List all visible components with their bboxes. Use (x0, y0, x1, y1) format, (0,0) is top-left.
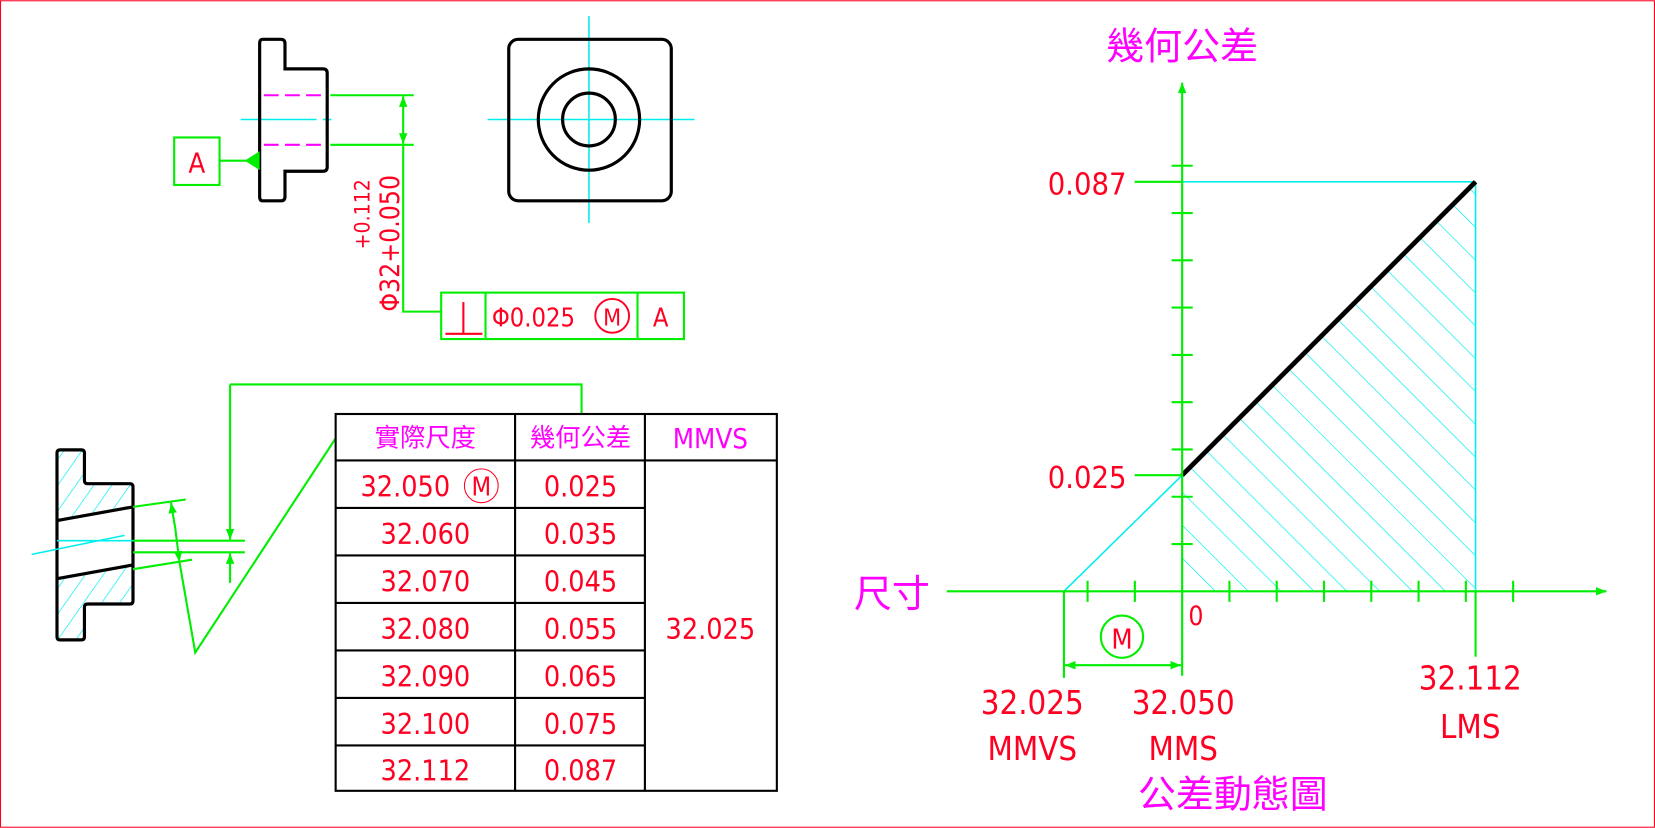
tolerance-zone (1182, 181, 1476, 592)
side-view (240, 37, 442, 313)
mmc-circle-icon (594, 298, 631, 334)
row-size: 32.060 (381, 518, 471, 551)
row-size: 32.112 (381, 754, 471, 787)
x-label-name: MMVS (987, 730, 1077, 768)
mmc-circle-icon (463, 468, 499, 504)
axis-ticks (1086, 164, 1515, 602)
x-label-value: 32.025 (981, 684, 1084, 722)
row-size: 32.070 (381, 565, 471, 598)
size-dimension: Φ32+0.050 (376, 175, 406, 312)
section-view (31, 383, 583, 656)
x-label-name: MMS (1148, 730, 1218, 768)
header-mmvs: MMVS (673, 424, 748, 455)
x-label-value: 32.050 (1132, 684, 1235, 722)
y-axis-label: 幾何公差 (1106, 24, 1258, 68)
datum-feature-a: A (173, 136, 260, 187)
fcf-modifier: M (603, 304, 621, 331)
row-tol: 0.055 (544, 613, 617, 646)
row-tol: 0.075 (544, 708, 617, 741)
diagram-title: 公差動態圖 (1138, 773, 1328, 817)
row-tol: 0.087 (544, 754, 617, 787)
x-axis-label: 尺寸 (854, 572, 930, 616)
row-tol: 0.045 (544, 565, 617, 598)
row-tol: 0.065 (544, 660, 617, 693)
datum-label: A (188, 148, 205, 179)
row-size: 32.080 (381, 613, 471, 646)
header-geometric-tolerance: 幾何公差 (530, 423, 631, 453)
tolerance-line (1180, 180, 1478, 477)
fcf-tolerance: Φ0.025 (492, 302, 575, 332)
datum-triangle-icon (244, 151, 260, 171)
row-size: 32.100 (381, 708, 471, 741)
x-label-name: LMS (1440, 708, 1501, 746)
row-tol: 0.025 (544, 470, 617, 503)
x-label-value: 32.112 (1419, 659, 1522, 697)
mmc-circle-icon (1099, 614, 1145, 659)
y-label-0025: 0.025 (1048, 461, 1127, 496)
mmvs-value: 32.025 (666, 613, 756, 646)
upper-tolerance: +0.112 (349, 179, 374, 249)
feature-control-frame: Φ0.025 M A (440, 291, 686, 341)
row-tol: 0.035 (544, 518, 617, 551)
origin-label: 0 (1188, 602, 1203, 632)
row-size: 32.090 (381, 660, 471, 693)
fcf-datum: A (653, 302, 669, 332)
header-actual-size: 實際尺度 (375, 423, 476, 453)
front-view (487, 16, 695, 223)
y-label-0087: 0.087 (1048, 167, 1127, 202)
tolerance-diagram: M 幾何公差 尺寸 0.087 0.025 0 32.025 MMVS 32.0… (854, 24, 1607, 817)
row-size: 32.050 (360, 470, 450, 503)
tolerance-table: 實際尺度 幾何公差 MMVS 32.050 M 0.025 32.060 0.0… (334, 412, 778, 792)
diagram-modifier: M (1111, 624, 1132, 655)
perpendicularity-icon (445, 302, 483, 335)
row-modifier: M (471, 471, 491, 501)
